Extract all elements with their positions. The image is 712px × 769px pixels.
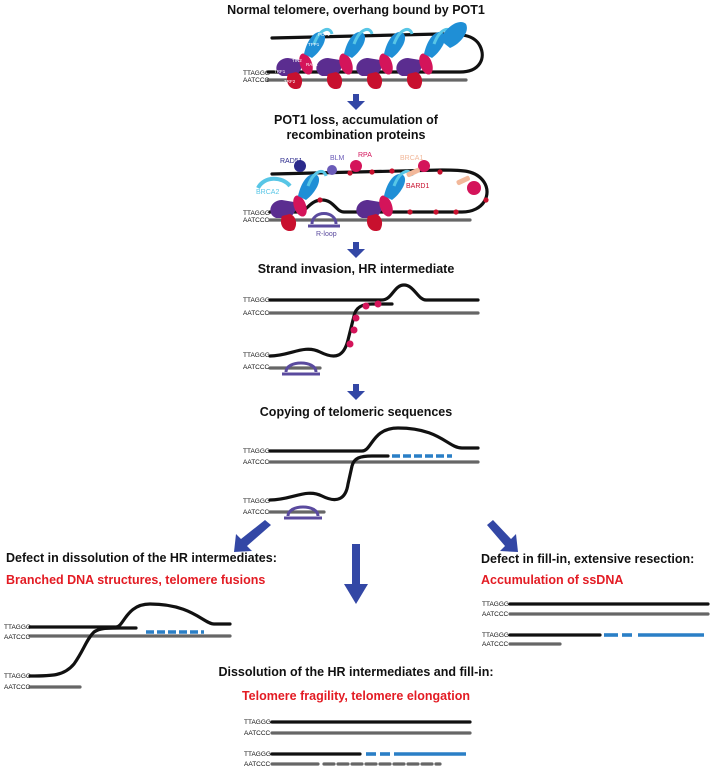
branched-structure xyxy=(28,602,232,689)
rpa-protein xyxy=(467,181,481,195)
ssdna-structure xyxy=(508,602,710,646)
rloop-label: R-loop xyxy=(316,231,337,238)
rpa-protein xyxy=(418,160,430,172)
c-rich-label: AATCCC xyxy=(244,761,271,768)
tpp1-label: TPP1 xyxy=(308,42,320,47)
g-rich-label: TTAGGG xyxy=(243,498,270,505)
panel-pot1-loss-title-line2: recombination proteins xyxy=(287,128,426,142)
rad51-label: RAD51 xyxy=(280,158,303,165)
branch-arrow-left xyxy=(234,520,271,552)
down-arrow xyxy=(347,242,365,258)
g-rich-label: TTAGGG xyxy=(244,719,271,726)
pot1-protein xyxy=(440,21,467,48)
c-rich-label: AATCCC xyxy=(243,217,270,224)
panel-dissolution-title: Dissolution of the HR intermediates and … xyxy=(218,665,493,679)
branch-arrow-right xyxy=(487,520,518,552)
c-rich-label: AATCCC xyxy=(243,310,270,317)
strand-invasion-structure xyxy=(268,283,480,376)
panel-defect-fillin-title: Defect in fill-in, extensive resection: xyxy=(481,552,694,566)
g-rich-label: TTAGGG xyxy=(482,632,509,639)
rap1-label: RAP1 xyxy=(306,62,318,67)
g-rich-label: TTAGGG xyxy=(4,624,31,631)
shelterin-complex xyxy=(354,169,414,233)
trf2-label: TRF2 xyxy=(284,79,296,84)
panel-pot1-loss-title-line1: POT1 loss, accumulation of xyxy=(274,113,439,127)
c-rich-label: AATCCC xyxy=(4,684,31,691)
c-rich-label: AATCCC xyxy=(4,634,31,641)
g-rich-label: TTAGGG xyxy=(482,601,509,608)
down-arrow xyxy=(347,384,365,400)
c-rich-label: AATCCC xyxy=(482,611,509,618)
g-rich-label: TTAGGG xyxy=(4,673,31,680)
brca2-label: BRCA2 xyxy=(256,189,279,196)
pot1-label: POT1 xyxy=(318,32,330,37)
panel-strand-invasion-title: Strand invasion, HR intermediate xyxy=(258,262,455,276)
c-rich-label: AATCCC xyxy=(243,364,270,371)
c-rich-label: AATCCC xyxy=(243,509,270,516)
c-rich-label: AATCCC xyxy=(243,77,270,84)
normal-telomere-loop: TRF1 TIN2 RAP1 TPP1 POT1 TRF2 xyxy=(266,21,484,91)
c-rich-label: AATCCC xyxy=(482,641,509,648)
blm-protein xyxy=(327,165,337,175)
copying-structure xyxy=(268,426,480,520)
panel-defect-fillin-outcome: Accumulation of ssDNA xyxy=(481,573,623,587)
rad51-protein xyxy=(294,160,306,172)
brca1-label: BRCA1 xyxy=(400,155,423,162)
g-rich-label: TTAGGG xyxy=(243,352,270,359)
rloop-structure xyxy=(310,212,338,225)
pot1-loss-loop xyxy=(256,160,489,233)
g-rich-label: TTAGGG xyxy=(243,297,270,304)
panel-normal-title: Normal telomere, overhang bound by POT1 xyxy=(227,3,485,17)
c-rich-label: AATCCC xyxy=(243,459,270,466)
blm-label: BLM xyxy=(330,155,345,162)
c-rich-label: AATCCC xyxy=(244,730,271,737)
trf1-label: TRF1 xyxy=(274,69,286,74)
brca1-protein xyxy=(406,167,420,178)
brca1-protein xyxy=(456,175,470,186)
panel-copying-title: Copying of telomeric sequences xyxy=(260,405,452,419)
panel-defect-dissolution-outcome: Branched DNA structures, telomere fusion… xyxy=(6,573,265,587)
tin2-label: TIN2 xyxy=(292,58,302,63)
bard1-label: BARD1 xyxy=(406,183,429,190)
brca2-protein xyxy=(256,176,292,190)
panel-dissolution-outcome: Telomere fragility, telomere elongation xyxy=(242,689,470,703)
panel-defect-dissolution-title: Defect in dissolution of the HR intermed… xyxy=(6,551,277,565)
g-rich-label: TTAGGG xyxy=(243,448,270,455)
down-arrow xyxy=(347,94,365,110)
rpa-protein xyxy=(350,160,362,172)
rpa-label: RPA xyxy=(358,152,372,159)
g-rich-label: TTAGGG xyxy=(243,210,270,217)
g-rich-label: TTAGGG xyxy=(243,70,270,77)
elongated-telomere-structure xyxy=(270,720,472,766)
g-rich-label: TTAGGG xyxy=(244,751,271,758)
branch-arrow-down xyxy=(344,544,368,604)
